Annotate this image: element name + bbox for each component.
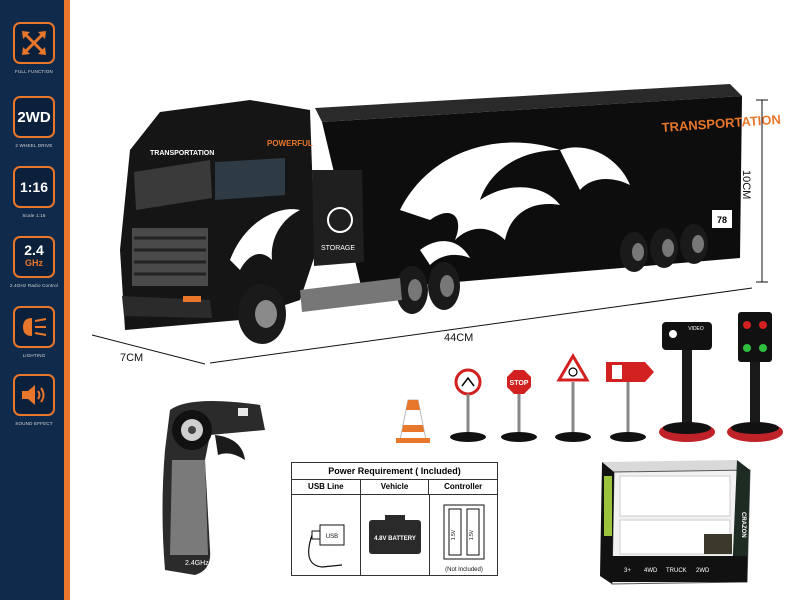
cab-flame bbox=[230, 209, 300, 270]
not-included-text: (Not Included) bbox=[445, 567, 483, 573]
package-badge: TRUCK bbox=[666, 568, 687, 574]
height-dimension: 10CM bbox=[740, 170, 752, 200]
age-badge-text: 78 bbox=[717, 215, 727, 225]
road-accessories: STOP VIDEO bbox=[396, 312, 783, 443]
stop-sign: STOP bbox=[501, 370, 537, 442]
feature-2wd: 2WD 2 WHEEL DRIVE bbox=[7, 96, 61, 148]
vehicle-battery-cell: 4.8V BATTERY bbox=[361, 495, 430, 576]
feature-lighting: LIGHTING bbox=[7, 306, 61, 358]
flame-graphic bbox=[400, 142, 630, 265]
feature-sound: SOUND EFFECT bbox=[7, 374, 61, 426]
feature-sublabel: GHz bbox=[25, 258, 43, 268]
feature-caption: SOUND EFFECT bbox=[15, 421, 53, 426]
feature-caption: FULL FUNCTION bbox=[15, 69, 53, 74]
side-window bbox=[215, 158, 285, 200]
cell-text: 1.5V bbox=[469, 529, 475, 540]
traffic-cone bbox=[396, 399, 430, 443]
side-step bbox=[300, 278, 402, 312]
feature-label: 2WD bbox=[13, 96, 55, 138]
feature-2-4ghz: 2.4 GHz 2.4GHz Radio Control bbox=[7, 236, 61, 288]
package-badge: 4WD bbox=[644, 568, 658, 574]
stop-sign-text: STOP bbox=[510, 380, 529, 387]
grille bbox=[132, 228, 208, 286]
bumper-light bbox=[183, 296, 201, 302]
battery-text: 4.8V BATTERY bbox=[374, 536, 416, 542]
parking-sign bbox=[606, 362, 654, 442]
age-badge bbox=[712, 210, 732, 228]
storage-logo-icon bbox=[327, 207, 353, 233]
feature-label: 1:16 bbox=[13, 166, 55, 208]
windshield bbox=[134, 160, 212, 210]
speed-camera: VIDEO bbox=[659, 322, 715, 442]
controller-battery-cell: 1.5V 1.5V (Not Included) bbox=[430, 495, 498, 576]
bicycle-sign bbox=[450, 368, 486, 442]
feature-caption: Scale 1:16 bbox=[22, 213, 46, 218]
cab-powerful-text: POWERFUL bbox=[267, 139, 313, 148]
controller-label: 2.4GHz bbox=[185, 560, 209, 567]
cab-wheels bbox=[238, 262, 460, 344]
remote-controller: 2.4GHz bbox=[162, 401, 265, 575]
usb-cable-icon: USB bbox=[308, 524, 345, 568]
package-brand: CRAZON bbox=[740, 512, 746, 538]
power-requirement-table: Power Requirement ( Included) USB Line V… bbox=[291, 462, 498, 576]
usb-cell: USB bbox=[292, 495, 361, 576]
feature-label: 2.4 bbox=[24, 242, 44, 258]
table-title: Power Requirement ( Included) bbox=[292, 463, 497, 480]
package-badge: 3+ bbox=[624, 568, 631, 574]
cell-text: 1.5V bbox=[451, 529, 457, 540]
table-body: USB 4.8V BATTERY 1.5V 1.5V (Not Included… bbox=[292, 495, 497, 576]
column-vehicle: Vehicle bbox=[361, 480, 430, 494]
battery-pack-icon: 4.8V BATTERY bbox=[369, 515, 421, 554]
headlight-icon bbox=[23, 318, 47, 336]
trailer-roof bbox=[315, 84, 742, 122]
traffic-light bbox=[727, 312, 783, 442]
aa-battery-icon: 1.5V 1.5V (Not Included) bbox=[443, 504, 485, 573]
table-header-row: USB Line Vehicle Controller bbox=[292, 480, 497, 495]
trailer-wheels bbox=[620, 224, 708, 272]
feature-full-function: FULL FUNCTION bbox=[7, 22, 61, 74]
feature-sidebar: FULL FUNCTION 2WD 2 WHEEL DRIVE 1:16 Sca… bbox=[0, 0, 70, 600]
width-dimension: 7CM bbox=[120, 352, 144, 364]
feature-scale: 1:16 Scale 1:16 bbox=[7, 166, 61, 218]
roundabout-sign bbox=[555, 353, 591, 442]
feature-caption: LIGHTING bbox=[22, 353, 46, 358]
storage-box bbox=[312, 170, 364, 266]
cab-brand-text: TRANSPORTATION bbox=[150, 150, 214, 157]
cross-arrows-icon bbox=[22, 31, 46, 55]
usb-text: USB bbox=[326, 534, 338, 540]
column-controller: Controller bbox=[444, 482, 483, 491]
feature-caption: 2.4GHz Radio Control bbox=[9, 283, 59, 288]
length-dimension: 44CM bbox=[444, 332, 474, 344]
package-badge: 2WD bbox=[696, 568, 710, 574]
column-usb: USB Line bbox=[292, 480, 361, 494]
storage-text: STORAGE bbox=[321, 245, 355, 252]
dimension-lines bbox=[91, 99, 768, 365]
camera-label: VIDEO bbox=[688, 326, 704, 332]
feature-caption: 2 WHEEL DRIVE bbox=[15, 143, 53, 148]
speaker-icon bbox=[22, 385, 45, 405]
product-package: 3+ 4WD TRUCK 2WD CRAZON bbox=[600, 460, 751, 585]
